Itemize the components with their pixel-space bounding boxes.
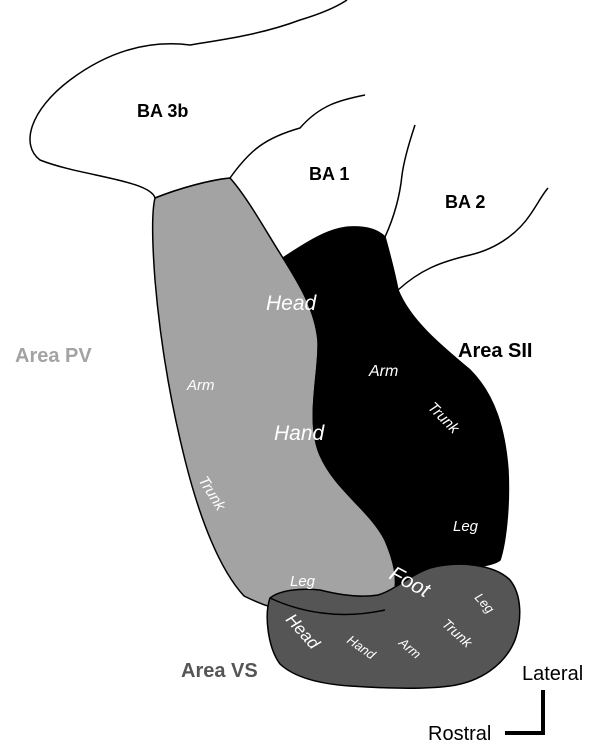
sii-leg-label: Leg xyxy=(453,518,479,535)
area-vs-label: Area VS xyxy=(181,660,258,682)
ba2-label: BA 2 xyxy=(445,192,485,212)
ba1-label: BA 1 xyxy=(309,164,349,184)
lateral-label: Lateral xyxy=(522,663,583,685)
pv-leg-label: Leg xyxy=(290,573,316,590)
orientation-axes xyxy=(505,690,543,733)
area-sii-label: Area SII xyxy=(458,340,532,362)
sii-arm-label: Arm xyxy=(368,363,398,380)
pv-arm-label: Arm xyxy=(186,377,215,394)
sii-head-label: Head xyxy=(266,292,318,315)
area-pv-label: Area PV xyxy=(15,345,92,367)
sii-hand-label: Hand xyxy=(274,422,326,445)
rostral-label: Rostral xyxy=(428,723,491,745)
ba1-ba2-boundary xyxy=(385,125,415,237)
ba3b-label: BA 3b xyxy=(137,101,188,121)
